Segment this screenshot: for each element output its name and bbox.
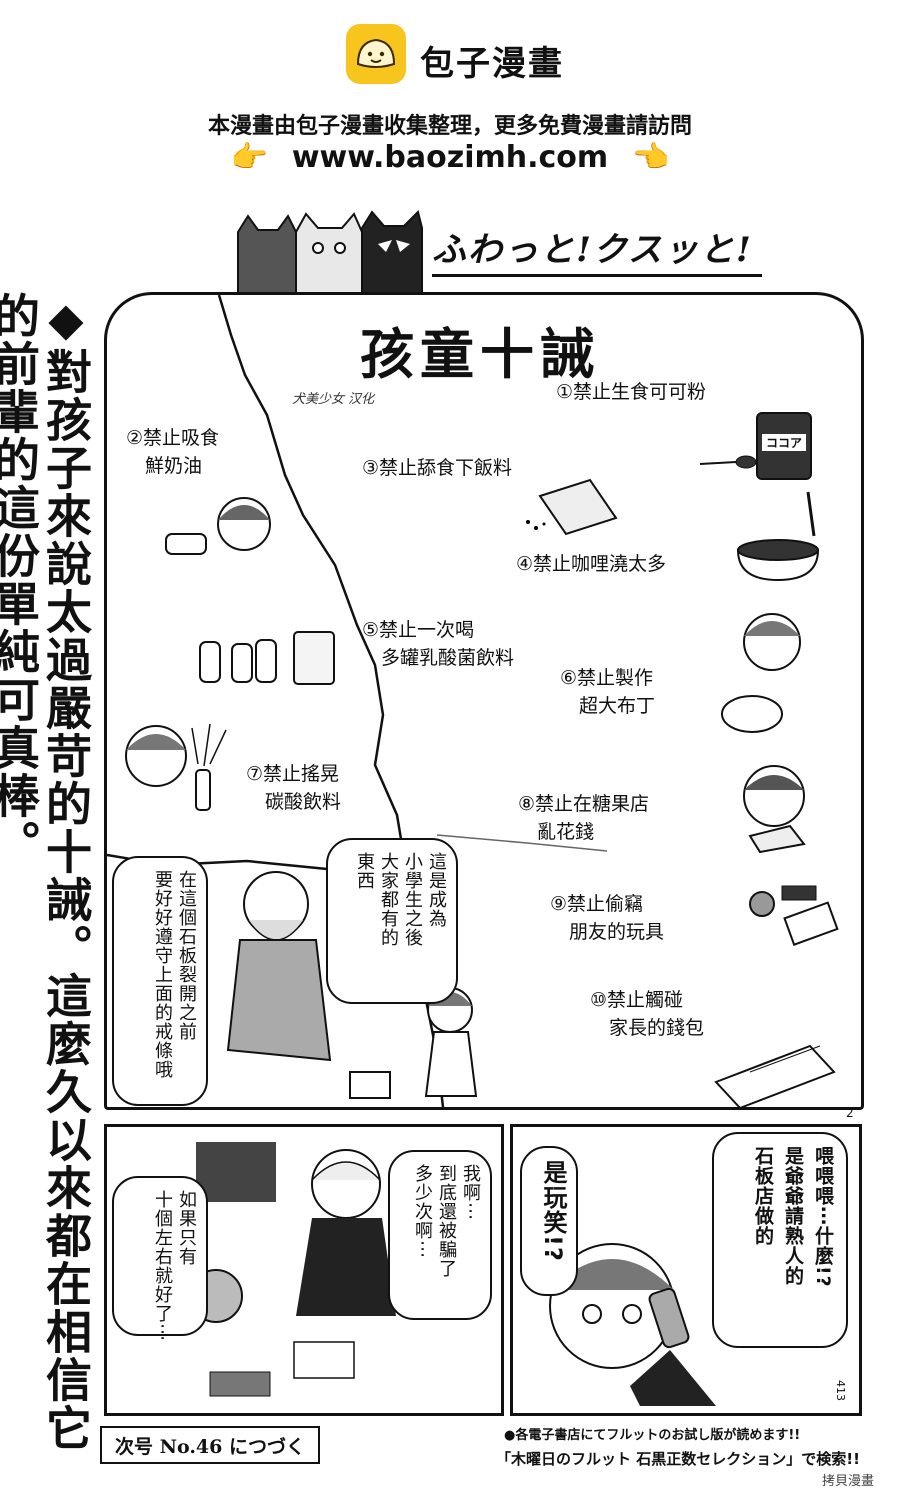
rule-5: ⑤禁止一次喝 多罐乳酸菌飲料 [362,619,515,669]
three-cats-icon [237,210,423,294]
site-notice: 本漫畫由包子漫畫收集整理，更多免費漫畫請訪問 [207,114,692,139]
pointing-hand-icon: 👈 [632,140,670,175]
elder-speech-bubble: 在這個石板裂開之前 要好好遵守上面的戒條哦 [112,856,208,1106]
rule-3: ③禁止舔食下飯料 [362,457,513,479]
bun-icon [356,38,396,68]
side-page-number: 413 [834,1380,847,1401]
brand-name: 包子漫畫 [420,44,564,84]
watermark: 拷貝漫畫 [822,1474,875,1489]
pointing-hand-icon: 👉 [230,140,268,175]
site-url-link[interactable]: www.baozimh.com [291,140,609,175]
rule-2: ②禁止吸食 鮮奶油 [126,427,220,477]
girl-cream-icon [165,497,271,555]
rule-8: ⑧禁止在糖果店 亂花錢 [518,793,650,843]
toy-cards-icon [749,885,839,946]
page-number: 2 [846,1106,854,1120]
curry-pot-icon [736,491,820,582]
yakult-bottles-icon [199,631,335,685]
phone-speech-bubble: 喂喂喂⋯什麼!? 是爺爺請熟人的 石板店做的 [712,1132,848,1348]
rule-7: ⑦禁止搖晃 碳酸飲料 [246,763,342,813]
furikake-packet-icon [526,478,618,536]
wish-speech-bubble: 如果只有 十個左右就好了⋯ [112,1176,208,1342]
rule-6: ⑥禁止製作 超大布丁 [560,667,656,717]
girl-on-phone-icon [549,1243,716,1406]
translator-credit: 犬美少女 汉化 [292,392,375,407]
elder-and-child-scene-icon [226,871,478,1099]
boy-candy-icon [743,765,806,854]
spoon-icon [699,455,757,469]
next-issue-banner: 次号 No.46 につづく [100,1426,320,1464]
wallet-icon [714,1044,836,1110]
trial-title: 「木曜日のフルット 石黒正数セレクション」で検索!! [496,1450,860,1468]
canister-label: ココア [762,434,806,451]
rule-10: ⑩禁止觸碰 家長的錢包 [590,989,705,1039]
tablet-title: 孩童十誡 [360,322,600,386]
cocoa-canister-icon: ココア [756,412,812,480]
girl-pudding-icon [721,613,801,733]
side-caption: ◆對孩子來說太過嚴苛的十誡。這麼久以來都在相信它的前輩的這份單純可真棒。 [0,292,93,1452]
rule-1: ①禁止生食可可粉 [556,381,707,403]
rule-intro-speech-bubble: 這是成為 小學生之後 大家都有的 東西 [326,838,458,1004]
trial-notice: ●各電子書店にてフルットのお試し版が読めます!! [504,1428,801,1443]
boy-soda-icon [125,723,227,811]
senpai-sitting-scene-icon [196,1142,396,1397]
series-title: ふわっと!クスッと! [432,222,762,277]
joke-speech-bubble: 是玩笑!? [520,1146,578,1296]
fooled-speech-bubble: 我啊⋯ 到底還被騙了 多少次啊⋯ [388,1150,492,1320]
rule-4: ④禁止咖哩澆太多 [516,553,667,575]
rule-9: ⑨禁止偷竊 朋友的玩具 [550,893,665,943]
url-row: 👉 www.baozimh.com 👈 [0,140,900,175]
brand-logo-icon [346,24,406,84]
